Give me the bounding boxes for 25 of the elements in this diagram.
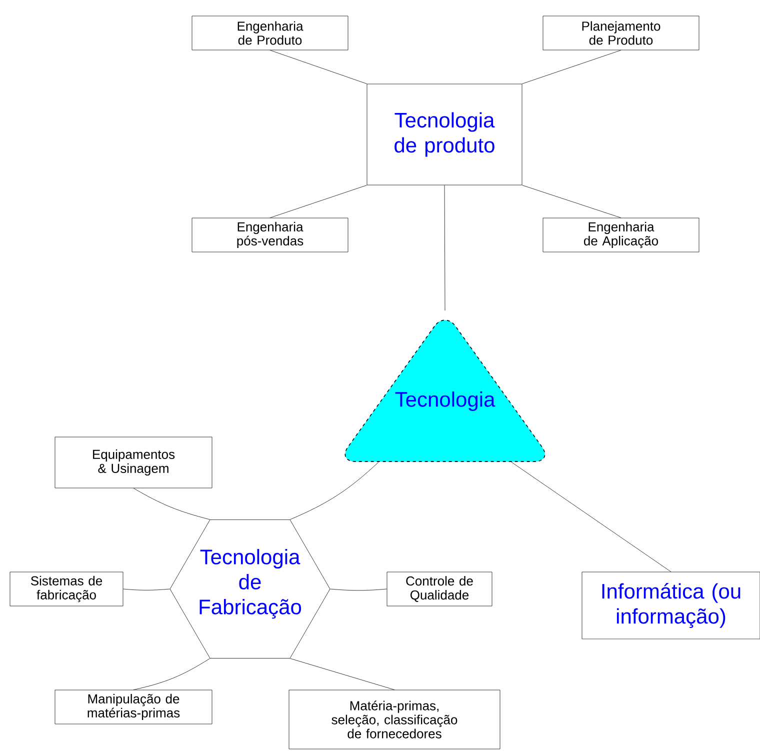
connector-line <box>133 658 210 690</box>
process-box: Manipulação de matérias-primas <box>54 690 212 724</box>
connector-line <box>290 462 379 520</box>
topic-triangle: Tecnologia <box>344 320 546 462</box>
process-box: Matéria-primas, seleção, classificação de fornecedores <box>288 690 500 750</box>
process-box: Sistemas de fabricação <box>10 572 124 606</box>
connector-line <box>444 185 446 311</box>
connector-line <box>522 185 622 218</box>
process-box: Engenharia de Aplicação <box>542 218 700 252</box>
connector-line <box>290 658 395 690</box>
process-box: Engenharia de Produto <box>192 16 348 50</box>
topic-box: Tecnologia de produto <box>366 84 522 186</box>
connector-line <box>133 488 210 520</box>
process-box: Controle de Qualidade <box>386 572 492 606</box>
connector-line <box>270 50 367 84</box>
process-box: Planejamento de Produto <box>542 16 700 50</box>
connector-line <box>522 50 622 84</box>
connector-line <box>270 185 367 218</box>
connector-line <box>330 588 387 591</box>
process-box: Equipamentos & Usinagem <box>54 436 212 488</box>
connector-line <box>123 588 170 590</box>
connector-line <box>511 462 672 572</box>
topic-hexagon: Tecnologia de Fabricação <box>170 520 330 658</box>
process-box: Engenharia pós-vendas <box>192 218 348 252</box>
topic-box: Informática (ou informação) <box>582 572 760 640</box>
